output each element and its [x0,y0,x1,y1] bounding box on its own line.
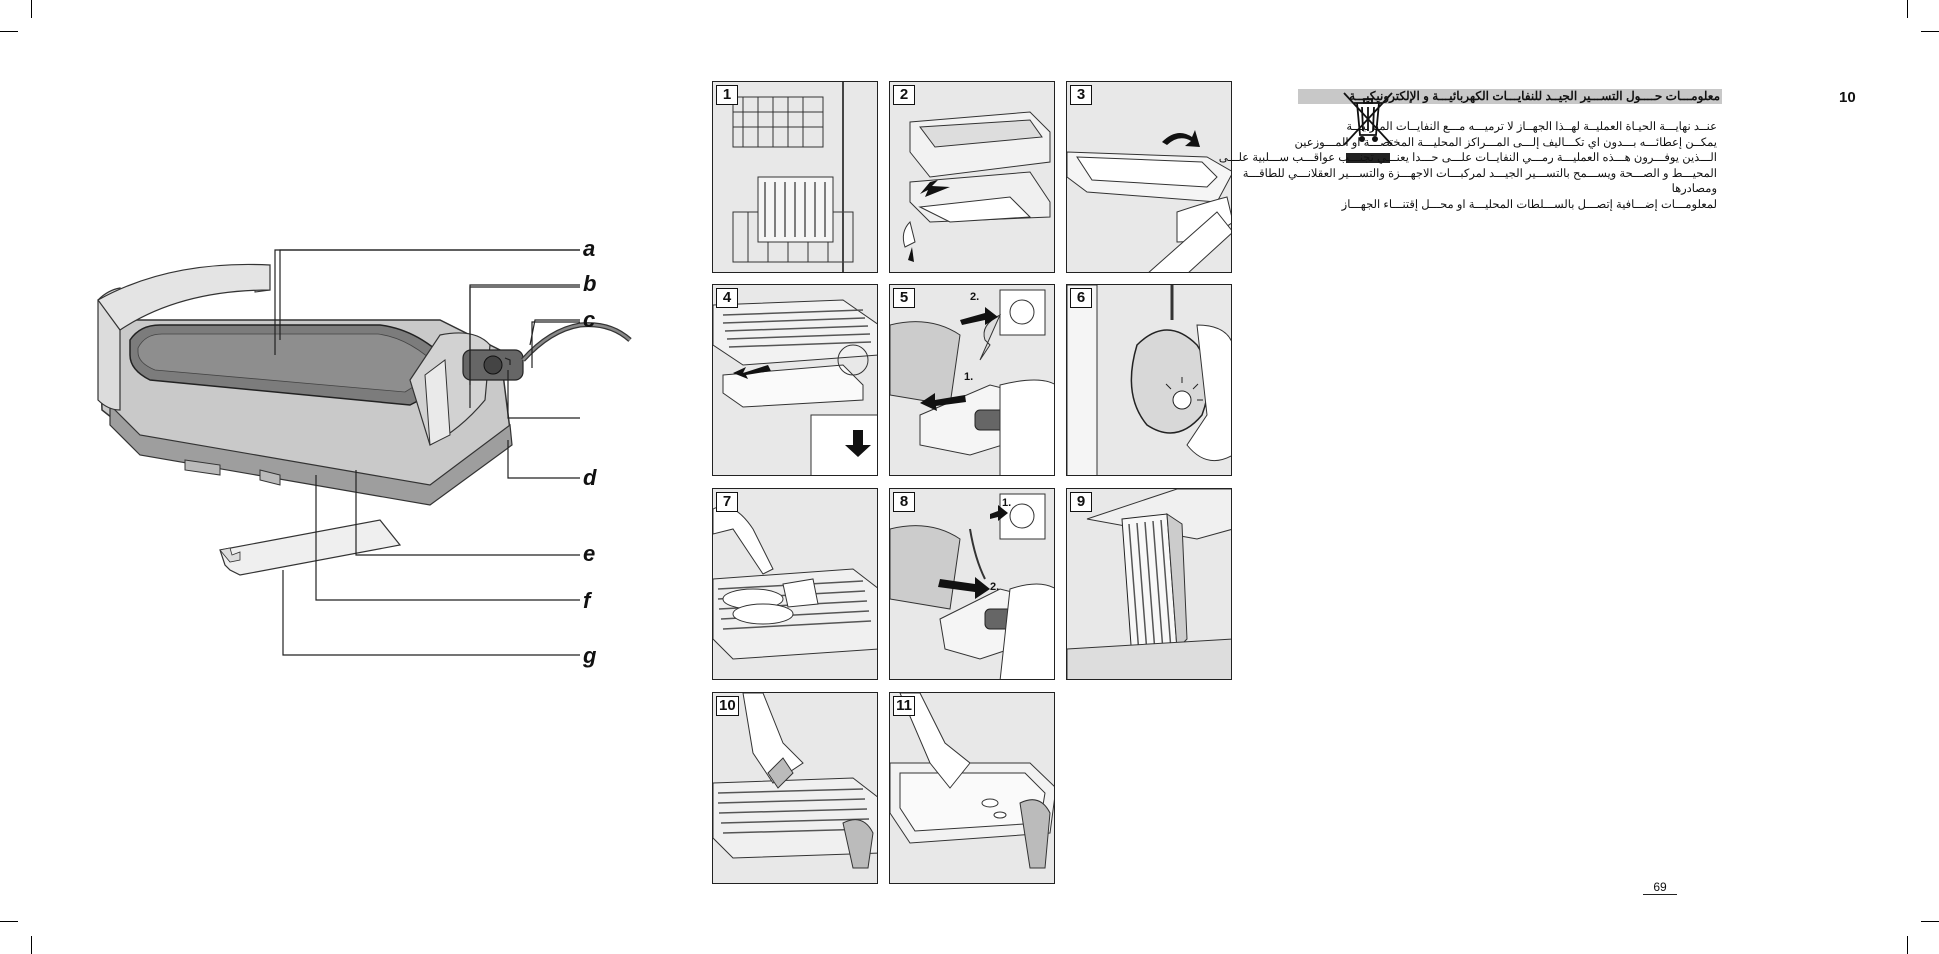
disposal-text: عنــد نهايـــة الحيـاة العمليــة لهــذا … [1137,120,1717,213]
turn-plate-illustration [1067,82,1231,272]
step-panel-9: 9 [1066,488,1232,680]
text-line: يمكــن إعطائـــه بـــدون اي تكـــاليف إل… [1294,136,1718,149]
text-line: ومصادرها [1671,183,1717,195]
step-number: 11 [893,696,915,716]
step-number: 8 [893,492,915,512]
appliance-overview-drawing [97,263,632,576]
part-label-g: g [583,643,597,668]
step-tag: 2. [990,581,1000,593]
text-line: عنــد نهايـــة الحيـاة العمليــة لهــذا … [1346,121,1717,133]
step-panel-7: 7 [712,488,878,680]
crop-mark [1907,936,1908,954]
crop-mark [1921,921,1939,922]
clean-plate-illustration [890,693,1054,883]
step-number: 1 [716,85,738,105]
step-number: 5 [893,288,915,308]
step-tag: 1. [964,371,974,383]
text-line: الـــذين يوفـــرون هـــذه العمليـــة رمـ… [1218,152,1717,164]
step-number: 9 [1070,492,1092,512]
crop-mark [0,31,18,32]
step-panel-11: 11 [889,692,1055,884]
weee-bar [1346,153,1390,163]
step-panel-8: 8 1. 2. [889,488,1055,680]
step-number: 6 [1070,288,1092,308]
thermostat-light-illustration [1067,285,1231,475]
crop-mark [1921,31,1939,32]
part-label-a: a [583,236,596,261]
step-panel-1: 1 [712,81,878,273]
crop-mark [31,936,32,954]
crop-mark [0,921,18,922]
part-label-b: b [583,271,597,296]
drying-illustration [1067,489,1231,679]
dishwasher-illustration [713,82,877,272]
section-number: 10 [1839,89,1856,106]
part-label-c: c [583,307,596,332]
step-panel-5: 5 2. 1. [889,284,1055,476]
step-tag: 2. [970,291,980,303]
step-number: 7 [716,492,738,512]
page-number: 69 [1643,880,1677,895]
step-panel-6: 6 [1066,284,1232,476]
part-label-d: d [583,465,597,490]
cooking-illustration [713,489,877,679]
unplug-illustration [890,489,1054,679]
remove-tray-illustration [890,82,1054,272]
text-line: لمعلومـــات إضـــافية إتصـــل بالســـلطا… [1341,198,1717,211]
part-label-e: e [583,541,596,566]
step-number: 3 [1070,85,1092,105]
part-label-f: f [583,588,591,613]
crossed-bin-icon [1343,92,1393,146]
step-panel-10: 10 [712,692,878,884]
crop-mark [31,0,32,18]
insert-grill-illustration [713,285,877,475]
crop-mark [1907,0,1908,18]
step-number: 4 [716,288,738,308]
plug-in-illustration [890,285,1054,475]
step-number: 2 [893,85,915,105]
step-panel-3: 3 [1066,81,1232,273]
step-panel-2: 2 [889,81,1055,273]
step-tag: 1. [1002,497,1012,509]
clean-grill-illustration [713,693,877,883]
step-panel-4: 4 [712,284,878,476]
text-line: المحيـــط و الصـــحة ويســـمح بالتســـير… [1242,167,1717,180]
section-title: معلومـــات حــــول التســـير الجيــد للن… [1298,89,1722,104]
step-number: 10 [716,696,739,716]
